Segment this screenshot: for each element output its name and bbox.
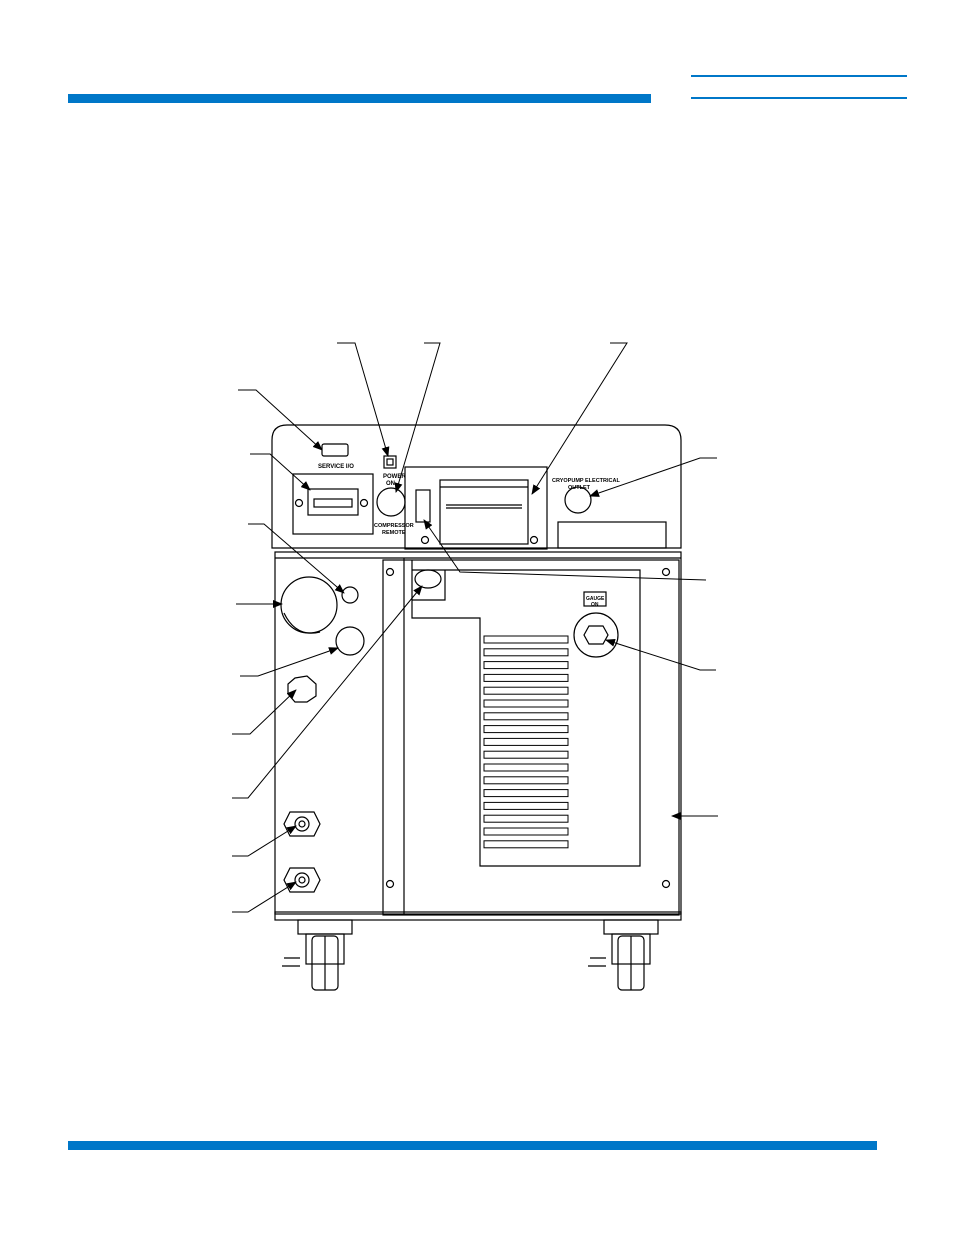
callout-supply-fitting [232, 825, 297, 857]
callout-service-io [238, 389, 323, 451]
supply-fitting [283, 811, 321, 837]
display-module [439, 479, 529, 545]
louver-slat [483, 750, 569, 759]
power-on-switch [383, 455, 397, 469]
footer-accent-bar [68, 1141, 877, 1150]
louver-slat [483, 789, 569, 798]
callout-electrical-outlet [589, 457, 717, 497]
header-rule-bottom [691, 97, 907, 99]
callout-power-on-switch [337, 342, 390, 457]
power-on-label-1: POWER [383, 474, 406, 480]
louver-slat [483, 763, 569, 772]
gauge-label-1: GAUGE [586, 596, 605, 602]
louver-slat [483, 840, 569, 849]
louver-slat [483, 673, 569, 682]
small-fitting [341, 586, 359, 604]
gauge-label-2: ON [591, 602, 599, 608]
header-accent-bar [68, 94, 651, 103]
callout-left-plate [250, 453, 311, 491]
callout-return-fitting [232, 881, 297, 913]
left-caster [282, 919, 353, 991]
side-panel [382, 559, 680, 916]
louver-slat [483, 827, 569, 836]
louver-slat [483, 699, 569, 708]
louver-slat [483, 686, 569, 695]
main-cabinet [274, 551, 682, 915]
louver-slat [483, 814, 569, 823]
gauge-fitting [573, 612, 619, 658]
callout-display-module [531, 342, 628, 495]
callout-compressor-remote [394, 342, 441, 493]
louver-slat [483, 661, 569, 670]
vent-louvers [483, 635, 569, 849]
callout-connector-panel [423, 519, 707, 581]
indicator-lamp [414, 569, 442, 589]
callout-indicator [232, 585, 423, 799]
connector-panel [415, 489, 431, 523]
outlet-label-1: CRYOPUMP ELECTRICAL [552, 478, 620, 484]
header-rule-top [691, 75, 907, 77]
louver-slat [483, 737, 569, 746]
power-on-label-2: ON [386, 481, 395, 487]
louver-slat [483, 776, 569, 785]
display-module-plate [404, 466, 548, 550]
electrical-outlet [564, 486, 592, 514]
louver-slat [483, 725, 569, 734]
connector-slot [307, 488, 359, 516]
callout-small-fitting [248, 523, 345, 594]
compressor-remote-label-2: REMOTE [382, 530, 406, 536]
callout-round-plug [240, 647, 339, 677]
louver-slat [483, 801, 569, 810]
louver-slat [483, 635, 569, 644]
left-connector-plate [292, 473, 374, 535]
round-plug [335, 626, 365, 656]
return-fitting [283, 867, 321, 893]
louver-slat [483, 712, 569, 721]
hex-fitting [287, 675, 317, 703]
service-io-label: SERVICE I/O [318, 464, 354, 470]
compressor-remote-label-1: COMPRESSOR [374, 523, 414, 529]
right-caster [588, 919, 659, 991]
louver-slat [483, 648, 569, 657]
callout-hex-fitting [232, 689, 297, 735]
outlet-label-2: OUTLET [568, 485, 591, 491]
callout-gauge-fitting [605, 638, 716, 671]
